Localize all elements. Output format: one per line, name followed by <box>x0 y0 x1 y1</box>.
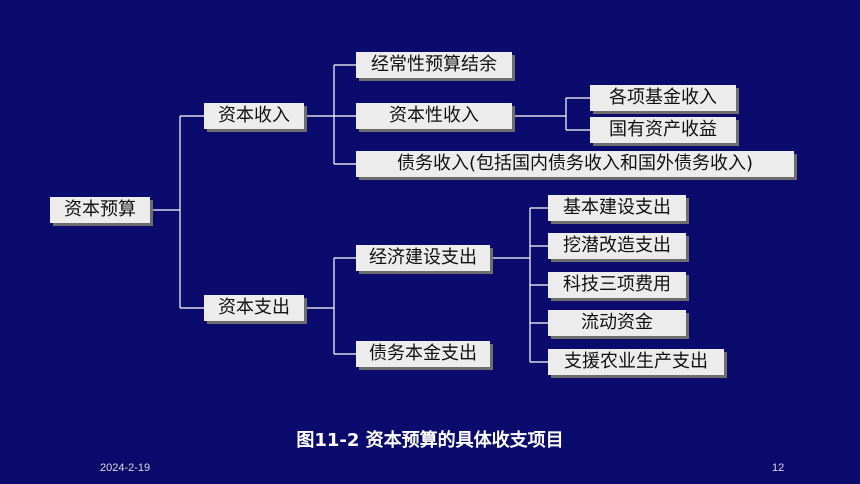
node-economic-construction: 经济建设支出 <box>356 245 490 271</box>
node-capital-expense: 资本支出 <box>204 295 304 321</box>
node-fund-income: 各项基金收入 <box>590 85 736 111</box>
node-potential-renovation: 挖潜改造支出 <box>548 233 686 259</box>
node-agriculture-support: 支援农业生产支出 <box>548 349 724 375</box>
node-capital-income: 资本收入 <box>204 103 304 129</box>
node-capital-nature-income: 资本性收入 <box>356 103 512 129</box>
node-root: 资本预算 <box>50 197 150 223</box>
node-science-tech-fees: 科技三项费用 <box>548 272 686 298</box>
node-basic-construction: 基本建设支出 <box>548 195 686 221</box>
node-debt-income: 债务收入(包括国内债务收入和国外债务收入) <box>356 151 794 177</box>
node-debt-principal: 债务本金支出 <box>356 341 490 367</box>
footer-page-number: 12 <box>772 462 785 474</box>
node-working-capital: 流动资金 <box>548 310 686 336</box>
figure-caption: 图11-2 资本预算的具体收支项目 <box>296 430 564 451</box>
footer-date: 2024-2-19 <box>100 462 151 474</box>
node-recurring-surplus: 经常性预算结余 <box>356 52 512 78</box>
node-state-asset-income: 国有资产收益 <box>590 117 736 143</box>
